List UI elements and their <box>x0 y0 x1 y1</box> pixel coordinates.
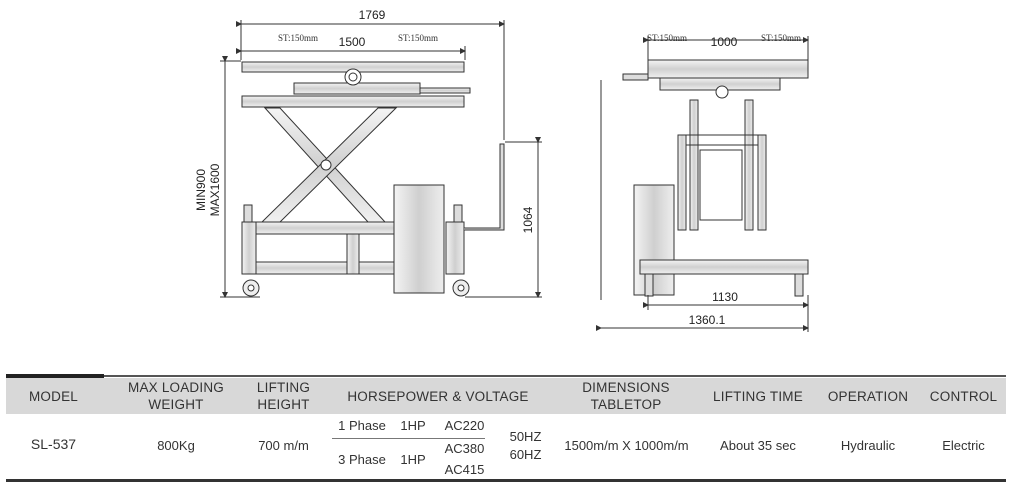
cell-voltage-3a: AC380 <box>444 441 485 456</box>
cell-model: SL-537 <box>30 436 77 452</box>
cell-hp-1: 1HP <box>400 418 426 433</box>
cell-phase-1: 1 Phase <box>338 418 386 433</box>
side-view-dimensions: 1769 1500 ST:150mm ST:150mm MIN900 MAX16… <box>194 8 535 233</box>
header-dimensions-2: TABLETOP <box>590 397 662 412</box>
stroke-right-label: ST:150mm <box>398 33 438 43</box>
header-lifting-time: LIFTING TIME <box>713 389 803 404</box>
dim-base-width: 1130 <box>712 290 738 304</box>
cell-hp-3: 1HP <box>400 452 426 467</box>
header-model: MODEL <box>28 389 78 404</box>
cell-phase-3: 3 Phase <box>338 452 386 467</box>
cell-lifting-time: About 35 sec <box>720 438 796 453</box>
phase-divider <box>332 438 485 439</box>
header-max-loading-2: WEIGHT <box>148 397 204 412</box>
side-view <box>220 20 542 298</box>
front-stroke-right-label: ST:150mm <box>761 33 801 43</box>
cell-voltage-3b: AC415 <box>444 462 485 477</box>
cell-max-loading: 800Kg <box>157 438 195 453</box>
cell-voltage-1: AC220 <box>444 418 485 433</box>
dim-overall-width: 1769 <box>359 8 386 22</box>
front-stroke-left-label: ST:150mm <box>647 33 687 43</box>
technical-drawing: 1769 1500 ST:150mm ST:150mm MIN900 MAX16… <box>194 8 809 332</box>
header-dimensions-1: DIMENSIONS <box>582 380 670 395</box>
table-top-accent <box>6 374 104 378</box>
header-operation: OPERATION <box>827 389 909 404</box>
header-lifting-height-1: LIFTING <box>256 380 311 395</box>
dim-handle-height: 1064 <box>521 206 535 233</box>
header-hp-voltage: HORSEPOWER & VOLTAGE <box>347 389 529 404</box>
dim-front-overall-width: 1360.1 <box>689 313 726 327</box>
cell-frequency-2: 60HZ <box>509 447 542 462</box>
header-control: CONTROL <box>929 389 998 404</box>
dim-height-max: MAX1600 <box>208 163 222 216</box>
table-header: MODEL MAX LOADING WEIGHT LIFTING HEIGHT … <box>6 378 1006 414</box>
cell-operation: Hydraulic <box>840 438 896 453</box>
cell-control: Electric <box>942 438 985 453</box>
table-top-rule <box>6 375 1006 377</box>
cell-frequency-1: 50HZ <box>509 429 542 444</box>
front-view-dimensions: 1000 ST:150mm ST:150mm 1130 1360.1 <box>647 33 801 327</box>
dim-table-width: 1500 <box>339 35 366 49</box>
header-lifting-height-2: HEIGHT <box>257 397 310 412</box>
cell-lifting-height: 700 m/m <box>258 438 309 453</box>
dim-front-table-width: 1000 <box>711 35 738 49</box>
cell-dimensions: 1500m/m X 1000m/m <box>564 438 689 453</box>
stroke-left-label: ST:150mm <box>278 33 318 43</box>
header-max-loading-1: MAX LOADING <box>128 380 224 395</box>
front-view <box>596 36 809 332</box>
table-bottom-rule <box>6 479 1006 482</box>
dim-height-min: MIN900 <box>194 169 208 211</box>
